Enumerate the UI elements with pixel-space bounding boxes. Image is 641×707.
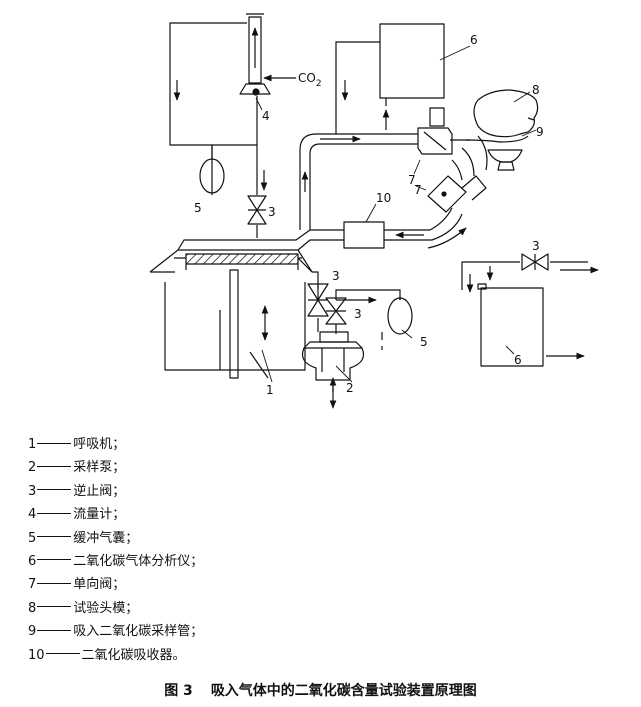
label-co2: CO2 (298, 71, 322, 89)
label-3-right: 3 (532, 239, 540, 253)
schematic-diagram: 1 2 3 3 3 3 4 5 5 6 6 7 7 8 9 10 CO2 (149, 13, 599, 409)
label-2: 2 (346, 381, 354, 395)
label-6-right: 6 (514, 353, 522, 367)
sampling-pump-2 (301, 331, 383, 409)
label-6-top: 6 (470, 33, 478, 47)
label-3-pump-lower: 3 (354, 307, 362, 321)
main-gas-loop (177, 133, 467, 251)
co2-absorber-10 (343, 221, 385, 249)
label-5-left: 5 (194, 201, 202, 215)
buffer-bag-5-right (387, 296, 413, 335)
label-7-upper: 7 (408, 173, 416, 187)
label-3-pump-upper: 3 (332, 269, 340, 283)
flow-meter-4 (239, 13, 296, 96)
buffer-bag-5-left (199, 158, 225, 194)
label-7-lower: 7 (414, 183, 422, 197)
figure-title: 吸入气体中的二氧化碳含量试验装置原理图 (210, 683, 477, 699)
test-head-8 (473, 89, 539, 171)
co2-analyzer-6-right (461, 253, 599, 367)
one-way-valve-7-lower (427, 135, 488, 213)
breathing-machine-1 (149, 249, 313, 379)
label-5-right: 5 (420, 335, 428, 349)
check-valve-3-pump-lower (325, 297, 347, 334)
check-valve-3-left (247, 195, 267, 225)
label-3-left: 3 (268, 205, 276, 219)
left-supply-line (169, 22, 268, 238)
label-8: 8 (532, 83, 540, 97)
label-10: 10 (376, 191, 391, 205)
label-9: 9 (536, 125, 544, 139)
label-leaders (255, 45, 537, 383)
sampling-pump-line (312, 271, 401, 332)
one-way-valve-7-upper (417, 107, 470, 155)
sampling-tube-9 (465, 135, 529, 143)
check-valve-3-pump-upper (307, 283, 329, 317)
label-1: 1 (266, 383, 274, 397)
figure-number: 图 3 (164, 683, 193, 699)
co2-analyzer-6-top (335, 23, 445, 134)
label-4: 4 (262, 109, 270, 123)
figure-caption: 图 3 吸入气体中的二氧化碳含量试验装置原理图 (0, 680, 641, 700)
